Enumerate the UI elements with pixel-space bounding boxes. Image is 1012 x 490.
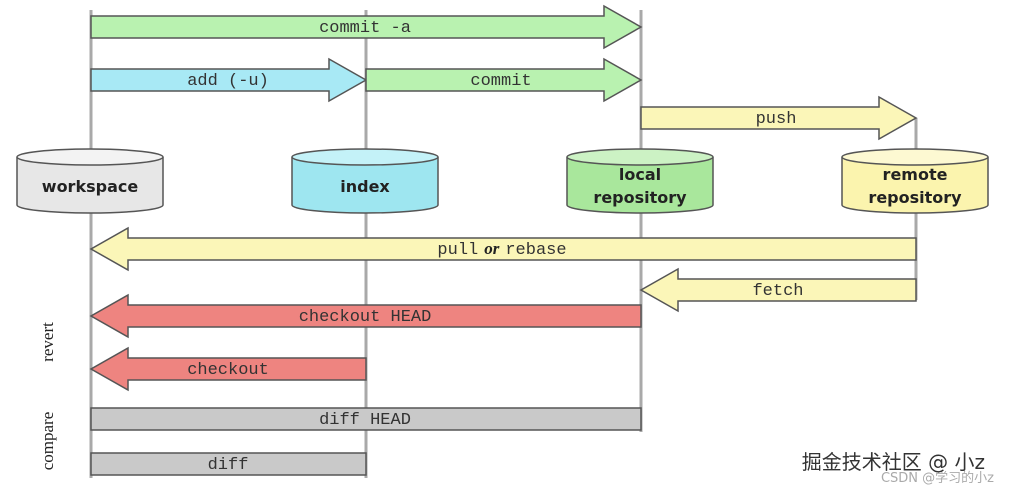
checkout-head-label: checkout HEAD: [299, 308, 432, 327]
diff-head-bar: diff HEAD: [90, 407, 642, 431]
index-label: index: [340, 177, 390, 196]
commit-a-arrow: commit -a: [90, 4, 643, 50]
commit-label: commit: [470, 72, 531, 91]
add-label: add (-u): [187, 72, 269, 91]
revert-side-label: revert: [38, 322, 57, 362]
remote-label-line2: repository: [868, 188, 962, 207]
watermark-faint: CSDN @学习的小z: [881, 470, 994, 486]
rebase-label: rebase: [505, 241, 566, 260]
local-label-line2: repository: [593, 188, 687, 207]
diff-head-label: diff HEAD: [319, 411, 411, 430]
push-arrow: push: [640, 95, 918, 141]
commit-arrow: commit: [365, 57, 643, 103]
add-arrow: add (-u): [90, 57, 368, 103]
diff-label: diff: [208, 456, 249, 475]
diff-bar: diff: [90, 452, 367, 476]
workspace-store: workspace: [16, 148, 164, 214]
or-label: or: [484, 239, 500, 258]
commit-a-label: commit -a: [319, 19, 411, 38]
push-label: push: [756, 110, 797, 129]
checkout-arrow: checkout: [89, 346, 367, 392]
workspace-label: workspace: [42, 177, 139, 196]
watermark-main: 掘金技术社区 @ 小z: [802, 450, 985, 474]
fetch-label: fetch: [752, 282, 803, 301]
local-repository-store: local repository: [566, 148, 714, 214]
local-label-line1: local: [619, 165, 661, 184]
remote-label-line1: remote: [883, 165, 948, 184]
checkout-head-arrow: checkout HEAD: [89, 293, 642, 339]
index-store: index: [291, 148, 439, 214]
remote-repository-store: remote repository: [841, 148, 989, 214]
compare-side-label: compare: [38, 412, 57, 471]
pull-label: pull: [437, 241, 478, 260]
fetch-arrow: fetch: [639, 267, 917, 313]
checkout-label: checkout: [187, 361, 269, 380]
